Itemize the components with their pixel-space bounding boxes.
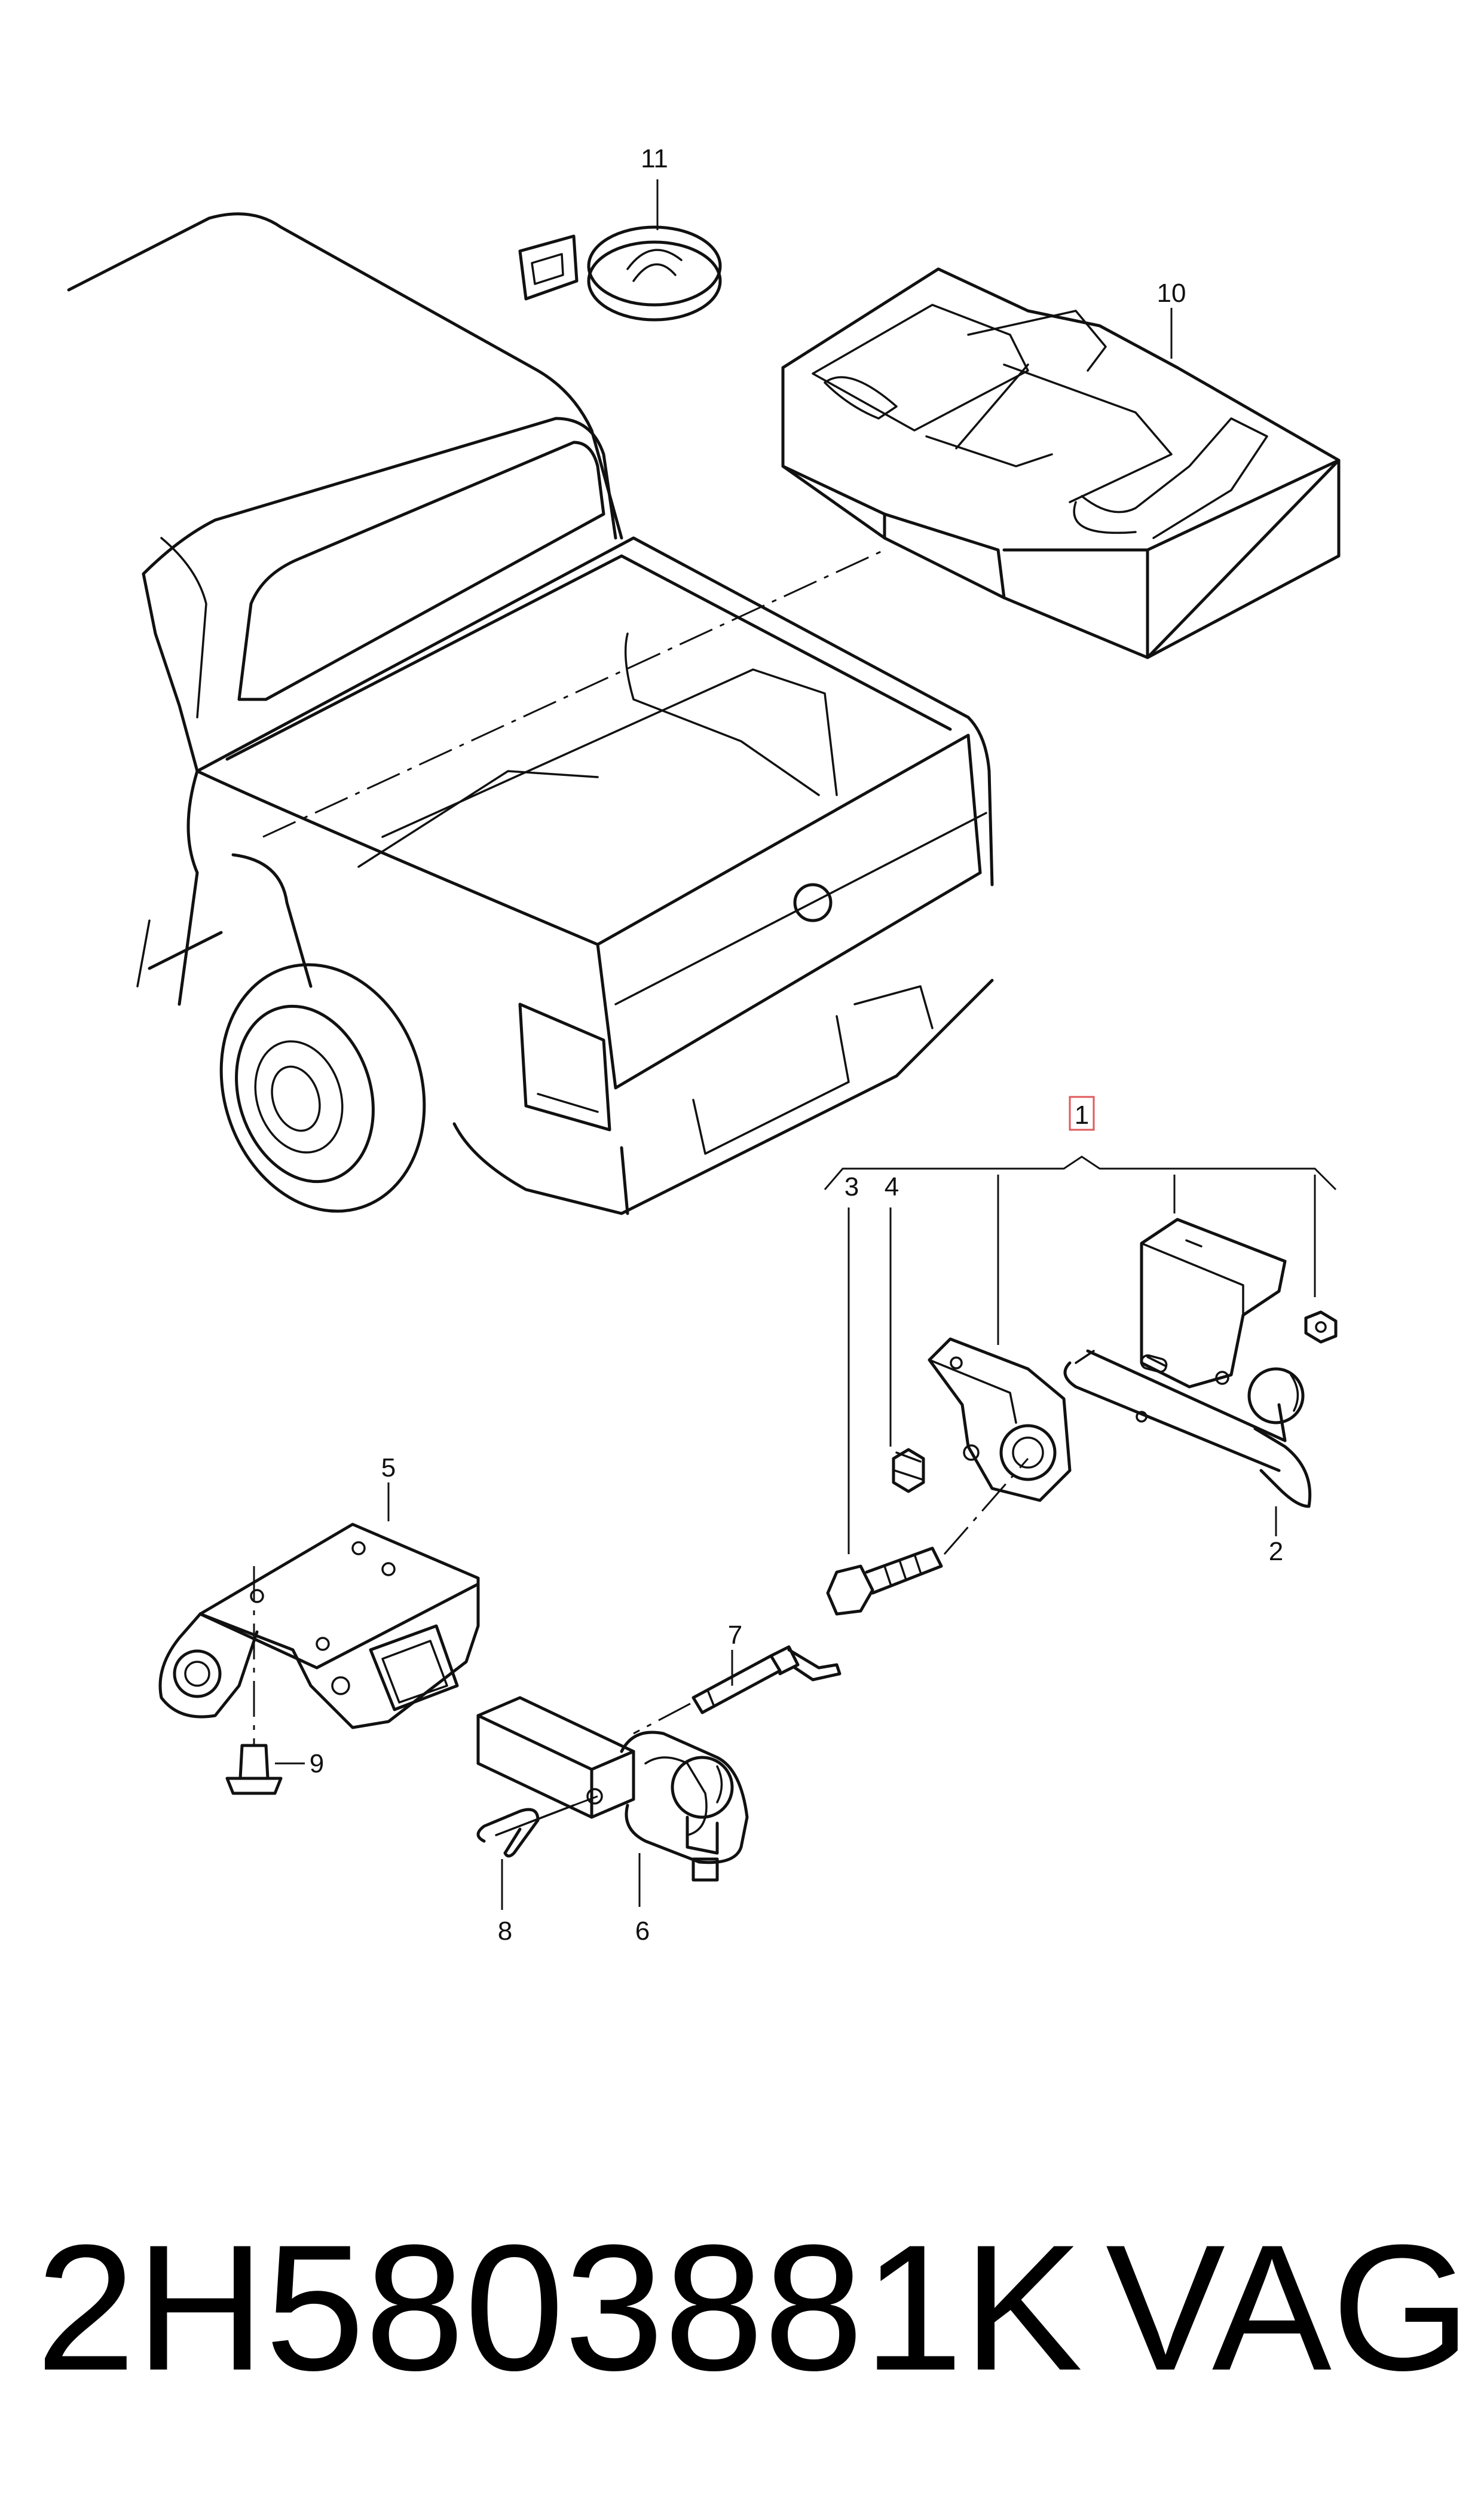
part-11-strap bbox=[518, 179, 722, 322]
footer-caption: 2H5803881K VAG bbox=[36, 2207, 1471, 2408]
part-8-clip bbox=[476, 1795, 598, 1910]
callout-2: 2 bbox=[1269, 1537, 1283, 1566]
callout-10: 10 bbox=[1157, 279, 1186, 308]
brand-name: VAG bbox=[1106, 2207, 1471, 2408]
part-5-receiver bbox=[158, 1482, 480, 1795]
exploded-view: 11 10 1 3 4 2 5 7 9 8 6 bbox=[67, 144, 1341, 1946]
callout-7: 7 bbox=[728, 1621, 742, 1650]
callout-11: 11 bbox=[641, 144, 668, 173]
callout-1: 1 bbox=[1075, 1100, 1089, 1130]
callout-4: 4 bbox=[885, 1172, 899, 1202]
callout-3: 3 bbox=[844, 1172, 859, 1202]
callout-8: 8 bbox=[498, 1916, 512, 1946]
callout-9: 9 bbox=[310, 1749, 324, 1778]
callout-6: 6 bbox=[635, 1916, 650, 1946]
part-10-foam-tray bbox=[781, 267, 1341, 659]
part-7-hitch-pin bbox=[633, 1645, 842, 1735]
callout-5: 5 bbox=[381, 1453, 396, 1482]
kit-1-bracket bbox=[824, 1096, 1337, 1554]
part-number: 2H5803881K bbox=[36, 2207, 1083, 2408]
pickup-truck-illustration bbox=[67, 212, 994, 1215]
part-1-tow-bar bbox=[826, 1218, 1338, 1616]
part-6-ball-mount bbox=[476, 1696, 749, 1907]
kit-1-highlight-box bbox=[1069, 1096, 1095, 1131]
